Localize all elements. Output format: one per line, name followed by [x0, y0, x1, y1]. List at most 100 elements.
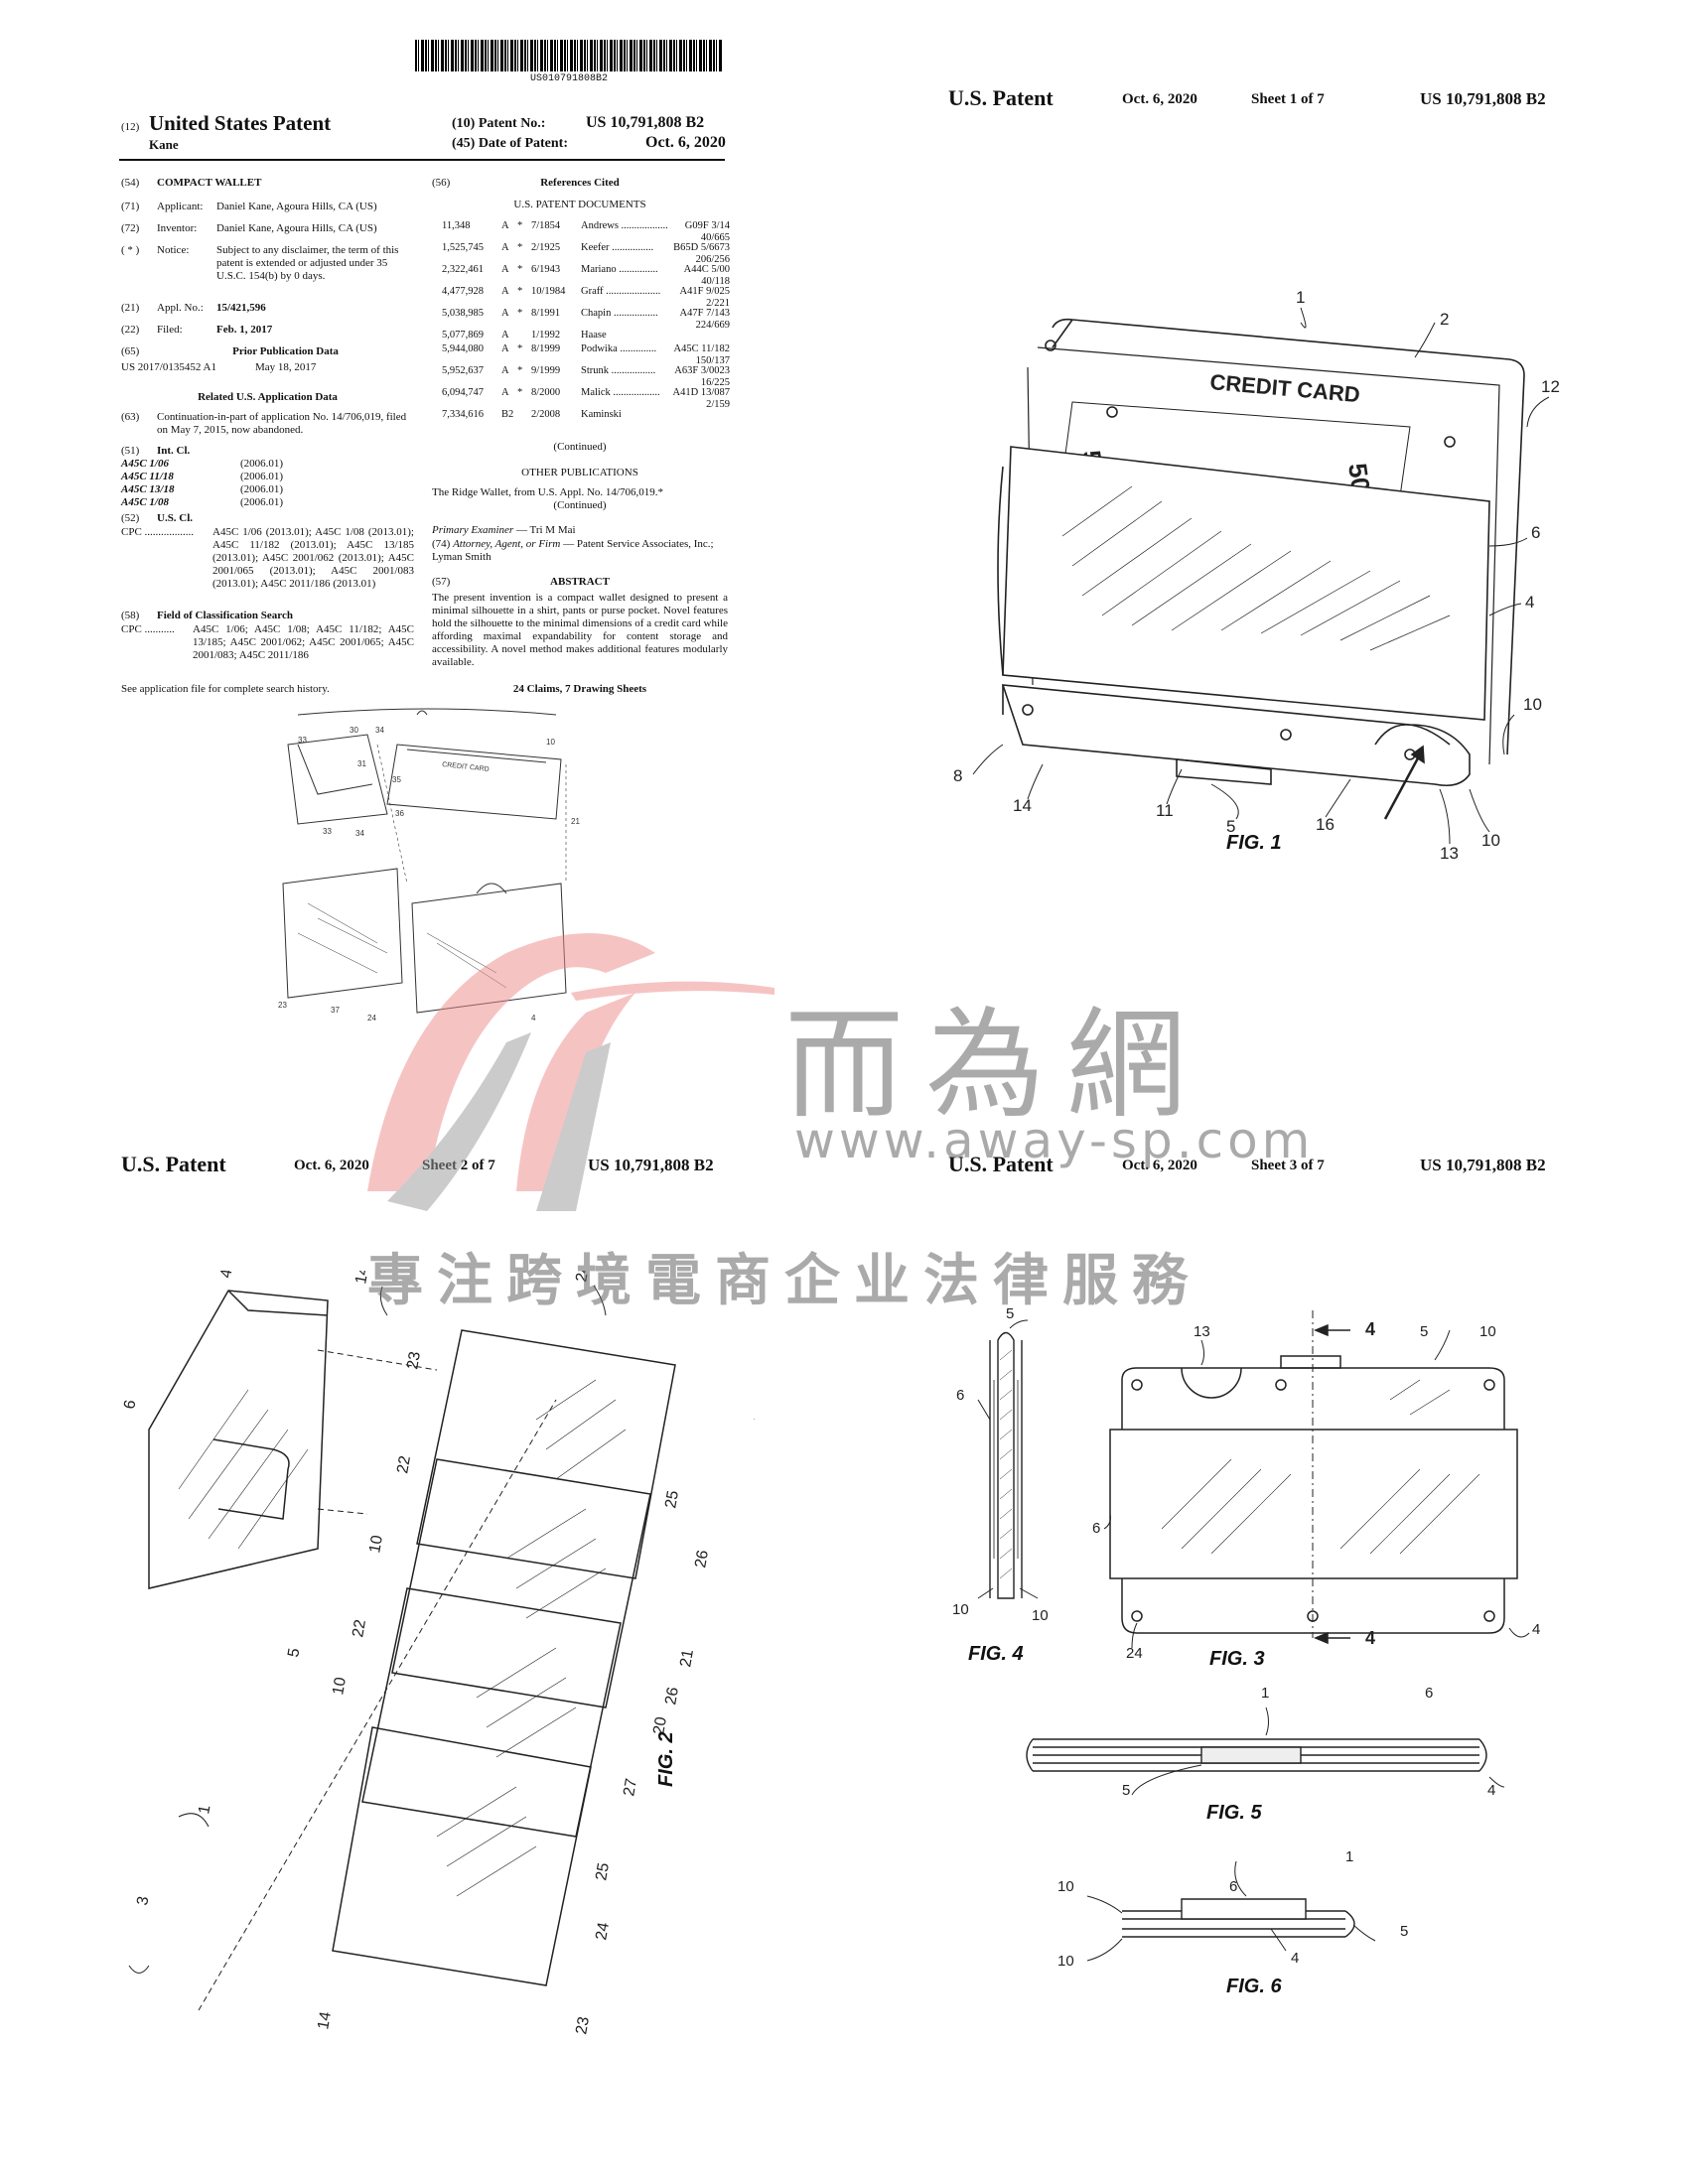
code-12: (12)	[121, 121, 140, 133]
ref-no: 7,334,616	[442, 409, 484, 420]
fig3-ref: 4	[1365, 1628, 1375, 1648]
ref-name: Malick ..................	[581, 387, 660, 398]
other-continued: (Continued)	[553, 499, 607, 511]
ref-no: 5,038,985	[442, 308, 484, 319]
related-code: (63)	[121, 411, 140, 423]
ref-date: 7/1854	[531, 220, 561, 231]
ref-kind: A	[501, 387, 509, 398]
prior-value-date: May 18, 2017	[255, 361, 317, 373]
examiner-value: — Tri M Mai	[515, 524, 576, 536]
fig6-label: FIG. 6	[1226, 1976, 1282, 1997]
fig-ref: 10	[546, 738, 555, 747]
date: Oct. 6, 2020	[645, 134, 726, 151]
sheet1-label: U.S. Patent	[948, 85, 1054, 110]
claims-summary: 24 Claims, 7 Drawing Sheets	[512, 683, 647, 695]
fig2-ref: 26	[692, 1549, 712, 1570]
ref-cls2: 40/118	[701, 276, 730, 287]
ref-star: *	[517, 286, 523, 297]
cpc-label: CPC ..................	[121, 526, 195, 538]
notice-label: Notice:	[157, 244, 190, 256]
ref-star: *	[517, 387, 523, 398]
related-heading: Related U.S. Application Data	[198, 391, 338, 403]
ref-no: 1,525,745	[442, 242, 484, 253]
fig2-ref: 24	[593, 1921, 613, 1942]
ref-kind: A	[501, 242, 509, 253]
abstract-heading: ABSTRACT	[550, 576, 610, 588]
fig2-ref: 4	[217, 1271, 235, 1280]
fig3-ref: 5	[1420, 1323, 1428, 1340]
ref-date: 8/1991	[531, 308, 561, 319]
appl-code: (21)	[121, 302, 140, 314]
fig2-ref: 14	[315, 2010, 335, 2031]
fig4-ref: 5	[1006, 1305, 1014, 1322]
ref-star: *	[517, 220, 523, 231]
ref-name: Graff .....................	[581, 286, 661, 297]
fig3-ref: 6	[1092, 1520, 1100, 1537]
refs-code: (56)	[432, 177, 451, 189]
fig1-ref: 10	[1523, 695, 1542, 714]
fig1-ref: 6	[1531, 523, 1540, 542]
ref-star: *	[517, 343, 523, 354]
inventor-value: Daniel Kane, Agoura Hills, CA (US)	[216, 222, 377, 234]
ref-cls: A45C 11/182	[673, 343, 731, 354]
barcode-number: US010791808B2	[529, 73, 608, 84]
sheet2-patent-no: US 10,791,808 B2	[588, 1156, 714, 1174]
fig-ref: 36	[395, 809, 404, 818]
fig4-drawing: 5 6 10 10	[952, 1305, 1049, 1624]
ref-no: 2,322,461	[442, 264, 484, 275]
intcl-date: (2006.01)	[240, 471, 284, 482]
ref-name: Andrews ..................	[581, 220, 668, 231]
intcl-label: Int. Cl.	[157, 445, 191, 457]
applicant-label: Applicant:	[157, 201, 204, 212]
ref-star: *	[517, 242, 523, 253]
fig1-ref: 12	[1541, 377, 1560, 396]
fig-ref: 23	[278, 1001, 287, 1010]
fig3-ref: 24	[1126, 1645, 1143, 1658]
sheet1-number: Sheet 1 of 7	[1251, 91, 1325, 107]
patent-kind: United States Patent	[149, 111, 332, 135]
fig2-ref: 6	[121, 1399, 139, 1411]
header-rule	[119, 159, 725, 161]
patent-no: US 10,791,808 B2	[586, 114, 705, 131]
intcl-class: A45C 11/18	[121, 471, 174, 482]
sheet2-label: U.S. Patent	[121, 1152, 226, 1176]
fig5-ref: 6	[1425, 1685, 1433, 1702]
fig5-drawing: 1 6 5 4	[1026, 1685, 1505, 1797]
ref-name: Podwika ..............	[581, 343, 657, 354]
fig5-label: FIG. 5	[1206, 1802, 1262, 1824]
ref-cls2: 2/159	[706, 399, 730, 410]
fig2-ref: 23	[573, 2015, 593, 2036]
sheet3-date: Oct. 6, 2020	[1122, 1158, 1197, 1173]
fig-ref: 24	[367, 1014, 376, 1023]
prior-heading: Prior Publication Data	[232, 345, 339, 357]
fig-ref: 33	[323, 827, 332, 836]
fig-ref: 33	[298, 736, 307, 745]
field-code: (58)	[121, 610, 140, 621]
fig2-ref: 21	[677, 1648, 697, 1669]
ref-no: 5,944,080	[442, 343, 484, 354]
ref-cls2: 2/221	[706, 298, 730, 309]
other-value: The Ridge Wallet, from U.S. Appl. No. 14…	[432, 486, 663, 498]
ref-name: Kaminski	[581, 409, 622, 420]
ref-kind: A	[501, 286, 509, 297]
cpc-value: A45C 1/06 (2013.01); A45C 1/08 (2013.01)…	[212, 526, 414, 590]
refs-column: (56)References Cited U.S. PATENT DOCUMEN…	[432, 177, 731, 695]
intcl-class: A45C 13/18	[121, 483, 175, 495]
ref-kind: A	[501, 308, 509, 319]
watermark-url: www.away-sp.com	[794, 1112, 1315, 1169]
fig2-ref: 23	[404, 1350, 424, 1371]
filed-value: Feb. 1, 2017	[216, 324, 273, 336]
fig4-ref: 10	[1032, 1607, 1049, 1624]
ref-cls: G09F 3/14	[684, 220, 730, 231]
inventor-surname: Kane	[149, 137, 179, 152]
fig2-ref: 14	[352, 1271, 372, 1286]
refs-subheading: U.S. PATENT DOCUMENTS	[513, 199, 646, 210]
fig2-ref: 20	[650, 1715, 670, 1736]
ref-date: 2/1925	[531, 242, 561, 253]
intcl-class: A45C 1/08	[121, 496, 169, 508]
ref-kind: B2	[501, 409, 514, 420]
ref-cls2: 224/669	[695, 320, 730, 331]
fig1-card-text: CREDIT CARD	[1209, 369, 1361, 407]
fig3-ref: 4	[1365, 1319, 1375, 1339]
watermark-name: 而為網	[784, 997, 1207, 1135]
